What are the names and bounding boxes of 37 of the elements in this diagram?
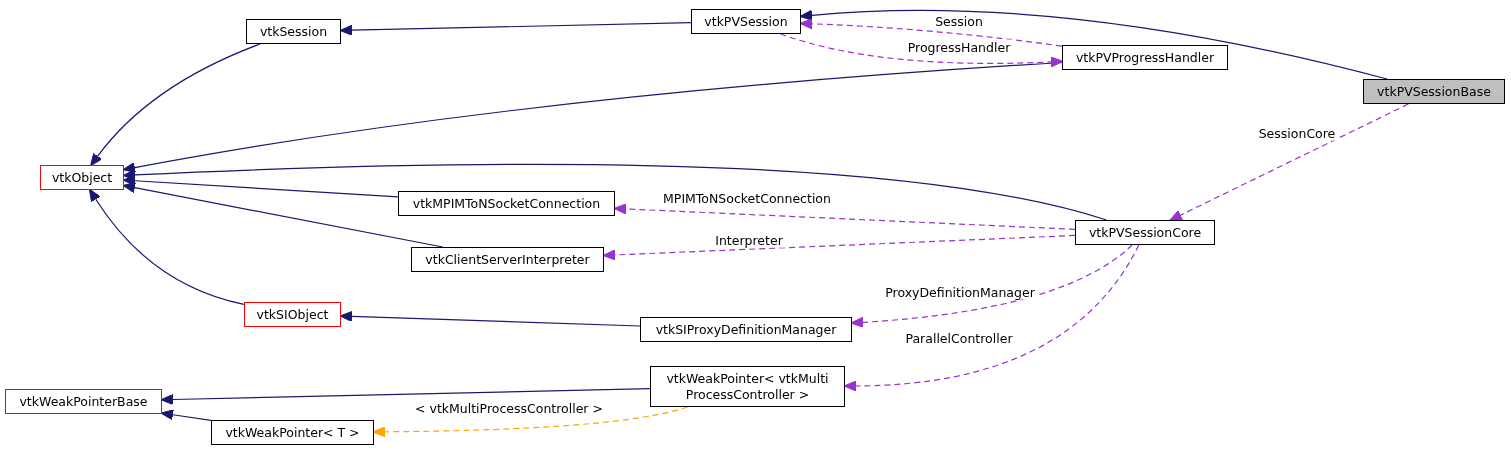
dashed-arrow — [799, 18, 1063, 47]
arrow — [339, 22, 692, 36]
dashed-arrow — [602, 234, 1076, 261]
dashed-arrow — [372, 406, 688, 438]
class-box: vtkWeakPointer< T > — [211, 420, 374, 445]
edge-label: MPIMToNSocketConnection — [661, 190, 833, 206]
edge-label: < vtkMultiProcessController > — [413, 400, 605, 416]
arrow — [160, 388, 651, 405]
class-box: vtkPVSessionCore — [1075, 220, 1215, 245]
edge-label: Session — [933, 13, 985, 29]
class-box: vtkMPIMToNSocketConnection — [398, 191, 615, 216]
arrow — [122, 163, 1108, 221]
edge-label: ProgressHandler — [905, 39, 1013, 55]
dashed-arrow — [779, 33, 1064, 68]
class-box: vtkObject — [40, 165, 124, 190]
edge-label: SessionCore — [1256, 125, 1338, 141]
dashed-arrow — [1169, 103, 1409, 221]
arrow — [160, 409, 212, 421]
class-box: vtkClientServerInterpreter — [411, 247, 604, 272]
edge-label: ParallelController — [903, 330, 1015, 346]
class-box: vtkWeakPointerBase — [5, 389, 162, 414]
class-box: vtkPVProgressHandler — [1062, 45, 1228, 70]
arrow — [89, 43, 261, 167]
class-box: vtkSIObject — [244, 302, 341, 327]
class-box: vtkPVSessionBase — [1363, 79, 1505, 104]
arrow — [88, 188, 245, 306]
dashed-arrow — [613, 203, 1076, 230]
arrow — [339, 310, 641, 327]
class-box: vtkSIProxyDefinitionManager — [640, 317, 852, 342]
arrow — [799, 9, 1388, 80]
arrow — [122, 175, 399, 198]
dashed-arrow — [843, 244, 1140, 392]
edge-label: ProxyDefinitionManager — [883, 284, 1037, 300]
class-box: vtkPVSession — [691, 9, 801, 34]
class-box: vtkWeakPointer< vtkMulti ProcessController > — [650, 366, 845, 407]
dashed-arrow — [850, 244, 1133, 328]
class-box: vtkSession — [246, 19, 341, 44]
